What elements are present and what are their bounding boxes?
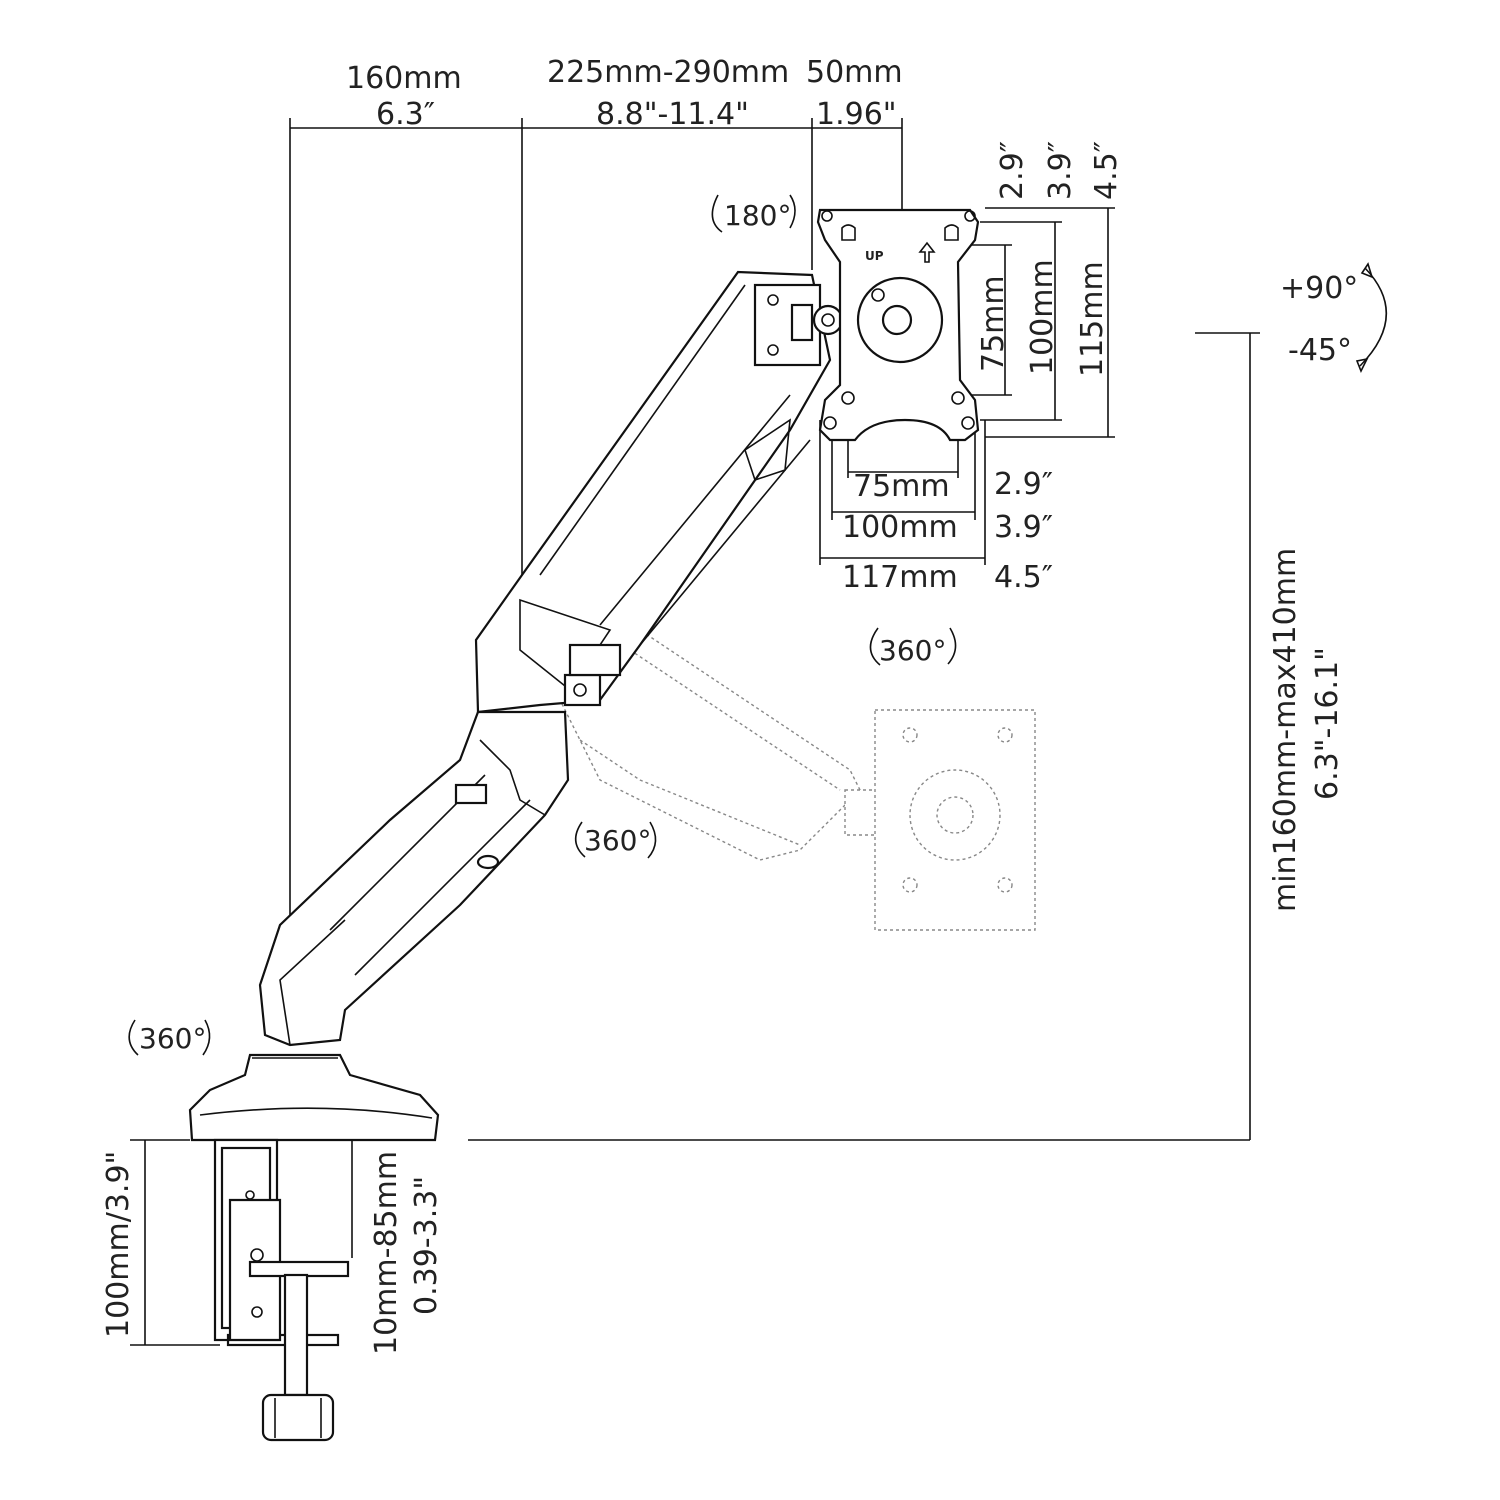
- arm-lower: [258, 710, 570, 1047]
- rotation-base-label: 360°: [139, 1022, 206, 1055]
- vesa-v-in-2: 3.9″: [1043, 141, 1078, 200]
- plate-offset-in: 1.96": [816, 97, 897, 132]
- vesa-h-in-3: 4.5″: [994, 560, 1053, 595]
- vesa-v-mm-1: 75mm: [976, 275, 1011, 372]
- rotation-labels: 180° +90° -45° 360° 360° 360°: [139, 199, 1358, 1055]
- vesa-v-mm-2: 100mm: [1025, 259, 1060, 375]
- rotation-elbow-label: 360°: [584, 824, 651, 857]
- vesa-h-mm-2: 100mm: [842, 510, 958, 545]
- height-range-mm: min160mm-max410mm: [1268, 548, 1303, 912]
- vesa-h-in-1: 2.9″: [994, 467, 1053, 502]
- desk-clamp: [213, 1138, 350, 1442]
- arm-extension-in: 8.8"-11.4": [596, 97, 749, 132]
- base-offset-in: 6.3″: [376, 97, 435, 132]
- up-label: UP: [865, 249, 884, 263]
- arm-upper: [474, 270, 832, 714]
- dimension-labels: 160mm 6.3″ 225mm-290mm 8.8"-11.4" 50mm 1…: [101, 55, 1345, 1355]
- vesa-v-in-1: 2.9″: [995, 141, 1030, 200]
- vesa-plate: UP: [816, 208, 980, 442]
- base-offset-mm: 160mm: [346, 61, 462, 96]
- rotation-tilt-up-label: +90°: [1280, 271, 1358, 306]
- vesa-h-in-2: 3.9″: [994, 510, 1053, 545]
- vesa-h-mm-1: 75mm: [853, 469, 950, 504]
- height-range-in: 6.3"-16.1": [1310, 647, 1345, 800]
- plate-offset-mm: 50mm: [806, 55, 903, 90]
- clamp-height: 100mm/3.9": [101, 1151, 136, 1338]
- rotation-tilt-down-label: -45°: [1288, 333, 1352, 368]
- rotation-plate-label: 180°: [724, 199, 791, 232]
- tilt-joint: [753, 283, 844, 367]
- up-arrow-icon: [918, 241, 936, 263]
- vesa-v-in-3: 4.5″: [1089, 141, 1124, 200]
- desk-thickness-in: 0.39-3.3": [409, 1176, 444, 1315]
- base: [188, 1053, 440, 1142]
- rotation-upper-joint-label: 360°: [879, 634, 946, 667]
- vesa-v-mm-3: 115mm: [1075, 261, 1110, 377]
- rotation-arcs: [128, 194, 1388, 1056]
- vesa-h-mm-3: 117mm: [842, 560, 958, 595]
- arm-extension-mm: 225mm-290mm: [547, 55, 789, 90]
- desk-thickness-mm: 10mm-85mm: [369, 1151, 404, 1355]
